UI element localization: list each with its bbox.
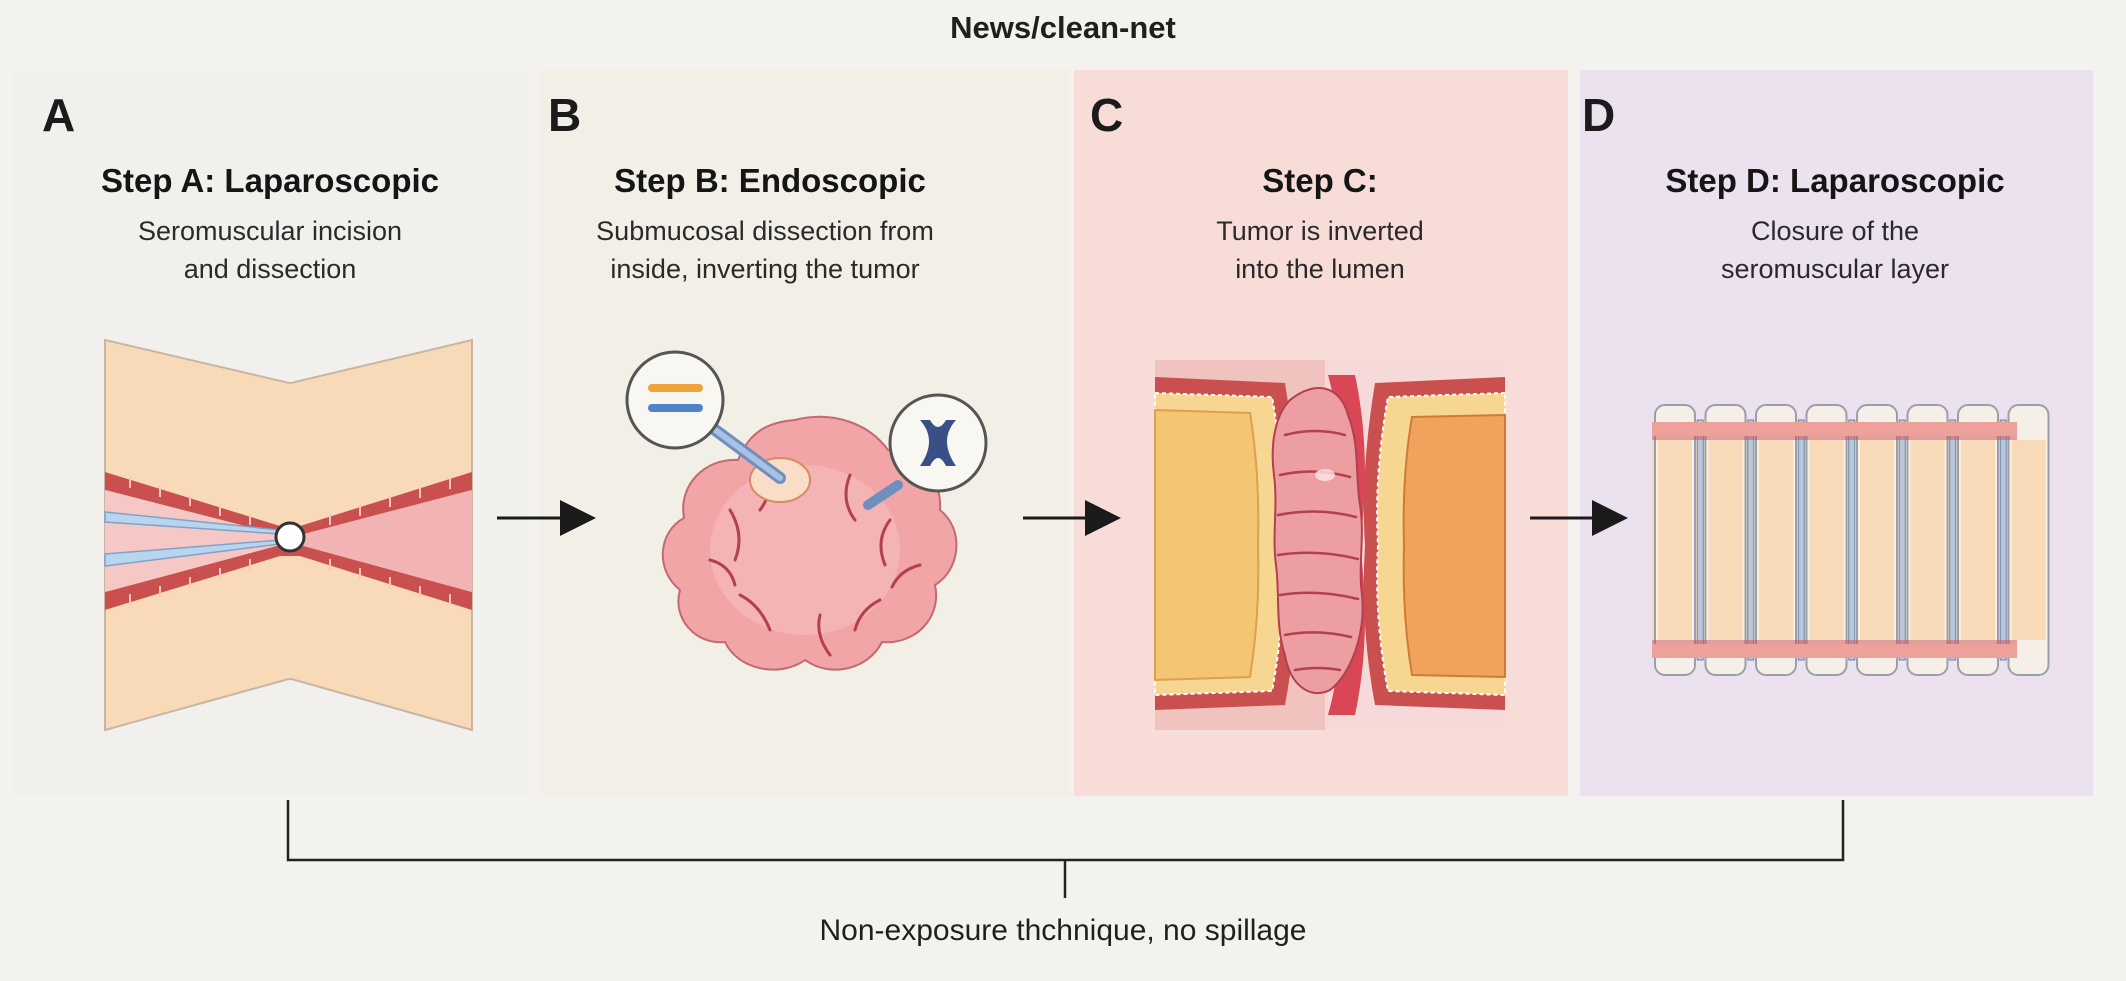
endoscopic-dissection-illustration (625, 350, 988, 671)
footer-caption: Non-exposure thchnique, no spillage (819, 914, 1307, 947)
suture-tube-fill (2011, 440, 2046, 640)
suture-thread (1898, 419, 1906, 661)
suture-thread (1797, 419, 1805, 661)
suture-tube-fill (1961, 440, 1995, 640)
suture-thread (1747, 419, 1755, 661)
suture-thread (1999, 419, 2007, 661)
suture-tube-fill (1809, 440, 1844, 640)
suture-thread (1696, 419, 1704, 661)
suture-tube-fill (1658, 440, 1692, 640)
step-b-desc-line1: Submucosal dissection from (596, 216, 934, 246)
suture-thread (1848, 419, 1856, 661)
panel-letter-a: A (42, 89, 76, 141)
page-title: News/clean-net (950, 10, 1176, 45)
step-a-desc-line2: and dissection (183, 254, 357, 284)
seromuscular-incision-illustration (104, 338, 473, 732)
suture-tube-fill (1759, 440, 1793, 640)
step-b-title: Step B: Endoscopic (614, 162, 926, 199)
suture-thread (1949, 419, 1957, 661)
step-d-desc-line1: Closure of the (1750, 216, 1920, 246)
step-c-title: Step C: (1262, 162, 1378, 199)
step-a-title: Step A: Laparoscopic (100, 162, 439, 199)
tumor-inversion-illustration (1154, 360, 1506, 730)
panel-letter-b: B (548, 89, 582, 141)
step-b-desc-line2: inside, inverting the tumor (610, 254, 920, 284)
suture-tube-fill (1708, 440, 1743, 640)
step-a-desc-line1: Seromuscular incision (137, 216, 403, 246)
step-d-title: Step D: Laparoscopic (1665, 162, 2005, 199)
seromuscular-closure-illustration (1652, 404, 2050, 676)
step-d-desc-line2: seromuscular layer (1720, 254, 1950, 284)
suture-tube-fill (1860, 440, 1894, 640)
bracket-line (286, 800, 1845, 862)
suture-tube-fill (1910, 440, 1945, 640)
panel-letter-c: C (1090, 89, 1124, 141)
step-c-desc-line2: into the lumen (1235, 254, 1405, 284)
step-c-desc-line1: Tumor is inverted (1216, 216, 1424, 246)
panel-letter-d: D (1582, 89, 1616, 141)
suture-tube-group (1654, 404, 2050, 676)
